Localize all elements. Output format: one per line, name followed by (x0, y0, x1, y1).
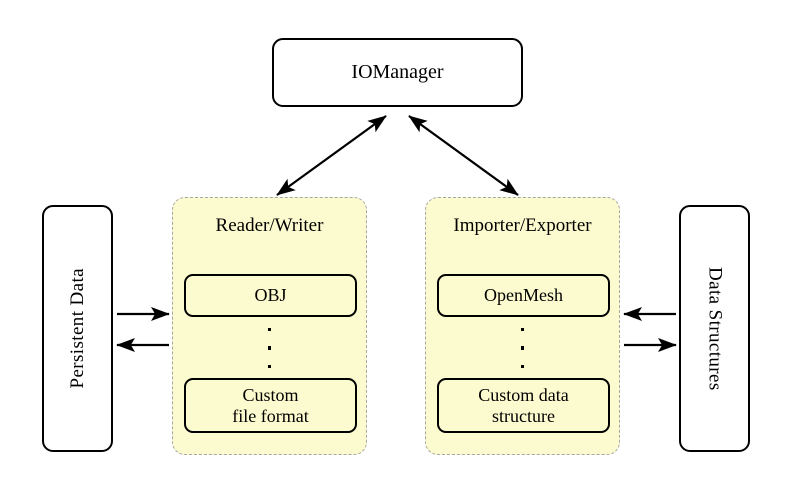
ellipsis-dot (267, 364, 272, 368)
node-custom-data-structure-line2: structure (492, 405, 555, 426)
node-openmesh[interactable]: OpenMesh (437, 274, 610, 317)
reader-writer-ellipsis (173, 328, 366, 368)
node-openmesh-label: OpenMesh (484, 285, 563, 306)
arrow-iomanager-to-reader-writer (276, 115, 387, 196)
panel-reader-writer[interactable]: Reader/Writer OBJ Custom file format (172, 197, 367, 455)
panel-importer-exporter-title: Importer/Exporter (453, 215, 592, 236)
ellipsis-dot (520, 364, 525, 368)
importer-exporter-ellipsis (426, 328, 619, 368)
node-persistent-data[interactable]: Persistent Data (42, 205, 113, 452)
node-iomanager[interactable]: IOManager (272, 38, 523, 107)
node-custom-file-format-line1: Custom (242, 384, 299, 405)
ellipsis-dot (520, 346, 525, 350)
node-data-structures[interactable]: Data Structures (679, 205, 750, 452)
node-persistent-data-label: Persistent Data (66, 268, 88, 389)
node-data-structures-label: Data Structures (704, 266, 726, 391)
ellipsis-dot (520, 328, 525, 332)
panel-reader-writer-title: Reader/Writer (215, 215, 324, 236)
node-obj[interactable]: OBJ (184, 274, 357, 317)
arrow-iomanager-to-importer-exporter (408, 115, 519, 196)
node-custom-file-format[interactable]: Custom file format (184, 378, 357, 433)
panel-importer-exporter[interactable]: Importer/Exporter OpenMesh Custom data s… (425, 197, 620, 455)
ellipsis-dot (267, 328, 272, 332)
node-obj-label: OBJ (254, 285, 287, 306)
ellipsis-dot (267, 346, 272, 350)
node-custom-file-format-line2: file format (232, 405, 309, 426)
node-custom-data-structure[interactable]: Custom data structure (437, 378, 610, 433)
node-custom-data-structure-line1: Custom data (478, 384, 569, 405)
node-iomanager-label: IOManager (351, 61, 444, 83)
